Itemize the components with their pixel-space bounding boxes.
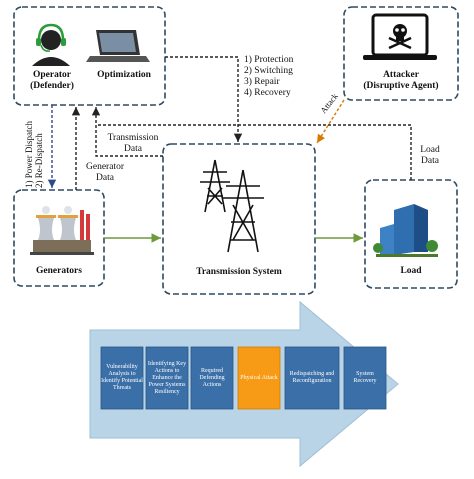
optimization-label: Optimization <box>97 70 151 80</box>
laptop-icon <box>86 30 150 62</box>
process-step-1-box <box>100 346 144 410</box>
transmission-data-arrow <box>91 107 163 157</box>
load-data-arrow <box>96 124 412 180</box>
process-step-2-box <box>145 346 189 410</box>
actions-arrow <box>165 56 243 142</box>
process-step-4-box <box>237 346 281 410</box>
attacker-laptop-icon <box>363 13 437 60</box>
power-plant-icon <box>30 206 94 255</box>
operator-label: Operator(Defender) <box>30 70 74 91</box>
process-step-5-box <box>284 346 340 410</box>
attacker-box <box>343 6 459 101</box>
attack-arrow <box>316 99 345 144</box>
operator-box <box>13 6 166 106</box>
operator-icon <box>32 23 70 66</box>
transmission-box <box>162 143 316 295</box>
process-step-3: Required Defending Actions <box>199 367 225 388</box>
load-label: Load <box>400 266 422 276</box>
attacker-label: Attacker(Disruptive Agent) <box>363 70 439 91</box>
transmission-tower-icon <box>200 159 264 253</box>
process-step-2: Identifying Key Actions to Enhance the P… <box>147 360 187 395</box>
process-step-5: Redispatching and Reconfiguration <box>289 371 335 384</box>
building-icon <box>373 204 438 257</box>
process-step-4: Physical Attack <box>240 374 278 381</box>
process-step-1: Vulnerability Analysis to Identify Poten… <box>101 364 143 391</box>
dispatch-label: 1) Power Dispatch 2) Re-Dispatch <box>24 121 44 188</box>
process-step-6: System Recovery <box>353 371 377 384</box>
transmission-label: Transmission System <box>196 267 282 277</box>
generators-label: Generators <box>36 266 82 276</box>
actions-list: 1) Protection 2) Switching 3) Repair 4) … <box>244 55 294 98</box>
process-step-6-box <box>343 346 387 410</box>
process-step-3-box <box>190 346 234 410</box>
